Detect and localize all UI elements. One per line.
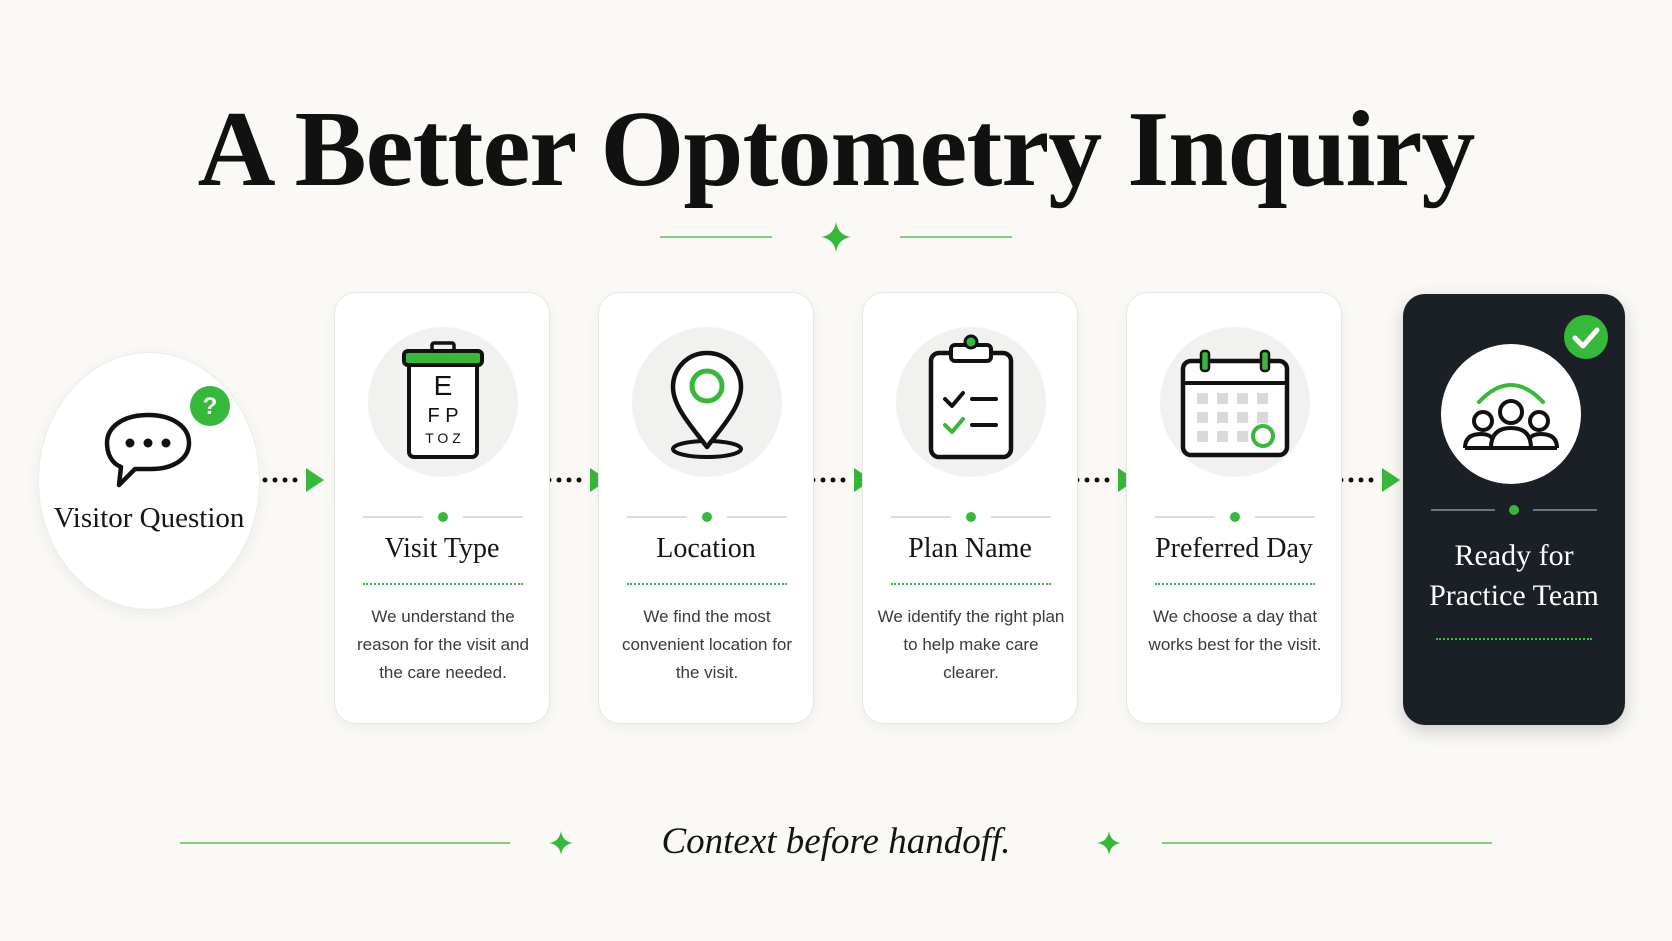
visitor-question-label: Visitor Question xyxy=(53,502,245,534)
footer-line-left xyxy=(180,842,510,844)
icon-disc xyxy=(1160,327,1310,477)
step-title: Visit Type xyxy=(384,533,500,564)
title-ornament xyxy=(660,222,1012,252)
page-title: A Better Optometry Inquiry xyxy=(197,90,1476,209)
step-card-visit-type: E F P T O Z Visit Type We understand the… xyxy=(334,292,550,724)
sparkle-icon xyxy=(549,831,573,855)
divider xyxy=(1155,512,1315,522)
step-card-plan-name: Plan Name We identify the right plan to … xyxy=(862,292,1078,724)
eye-chart-row-2: F P xyxy=(427,405,458,427)
visitor-question-node: ? Visitor Question xyxy=(38,352,260,610)
step-title: Preferred Day xyxy=(1155,533,1313,564)
sparkle-icon xyxy=(1097,831,1121,855)
flow-arrow-5 xyxy=(1338,468,1400,492)
icon-disc xyxy=(632,327,782,477)
step-title: Plan Name xyxy=(908,533,1032,564)
divider xyxy=(627,512,787,522)
divider xyxy=(1431,505,1597,515)
sparkle-icon xyxy=(821,222,851,252)
final-card-ready: Ready for Practice Team xyxy=(1403,294,1625,725)
step-card-preferred-day: Preferred Day We choose a day that works… xyxy=(1126,292,1342,724)
step-description: We understand the reason for the visit a… xyxy=(357,607,529,682)
question-mark-icon: ? xyxy=(190,386,230,426)
clipboard-checklist-icon xyxy=(928,334,1014,460)
check-icon xyxy=(1564,315,1608,359)
step-title: Location xyxy=(656,533,756,564)
step-description: We identify the right plan to help make … xyxy=(877,607,1065,682)
final-title: Ready for Practice Team xyxy=(1429,539,1599,612)
flow-arrow-1 xyxy=(262,468,324,492)
eye-chart-row-1: E xyxy=(434,370,453,401)
dotted-divider xyxy=(363,583,523,585)
eye-chart-icon: E F P T O Z xyxy=(402,341,484,459)
divider xyxy=(891,512,1051,522)
map-pin-icon xyxy=(670,350,744,459)
team-people-icon xyxy=(1463,383,1559,450)
icon-disc: E F P T O Z xyxy=(368,327,518,477)
icon-disc xyxy=(896,327,1046,477)
dotted-divider xyxy=(627,583,787,585)
chat-bubble-icon xyxy=(104,412,192,488)
step-description: We choose a day that works best for the … xyxy=(1148,607,1322,654)
dotted-divider xyxy=(891,583,1051,585)
divider xyxy=(363,512,523,522)
dotted-divider xyxy=(1436,638,1592,640)
step-card-location: Location We find the most convenient loc… xyxy=(598,292,814,724)
step-description: We find the most convenient location for… xyxy=(621,607,793,682)
calendar-icon xyxy=(1180,349,1290,458)
question-mark-glyph: ? xyxy=(203,393,218,420)
dotted-divider xyxy=(1155,583,1315,585)
eye-chart-row-3: T O Z xyxy=(425,430,461,446)
icon-disc xyxy=(1441,344,1581,484)
footer-tagline: Context before handoff. xyxy=(661,821,1011,862)
footer-line-right xyxy=(1162,842,1492,844)
